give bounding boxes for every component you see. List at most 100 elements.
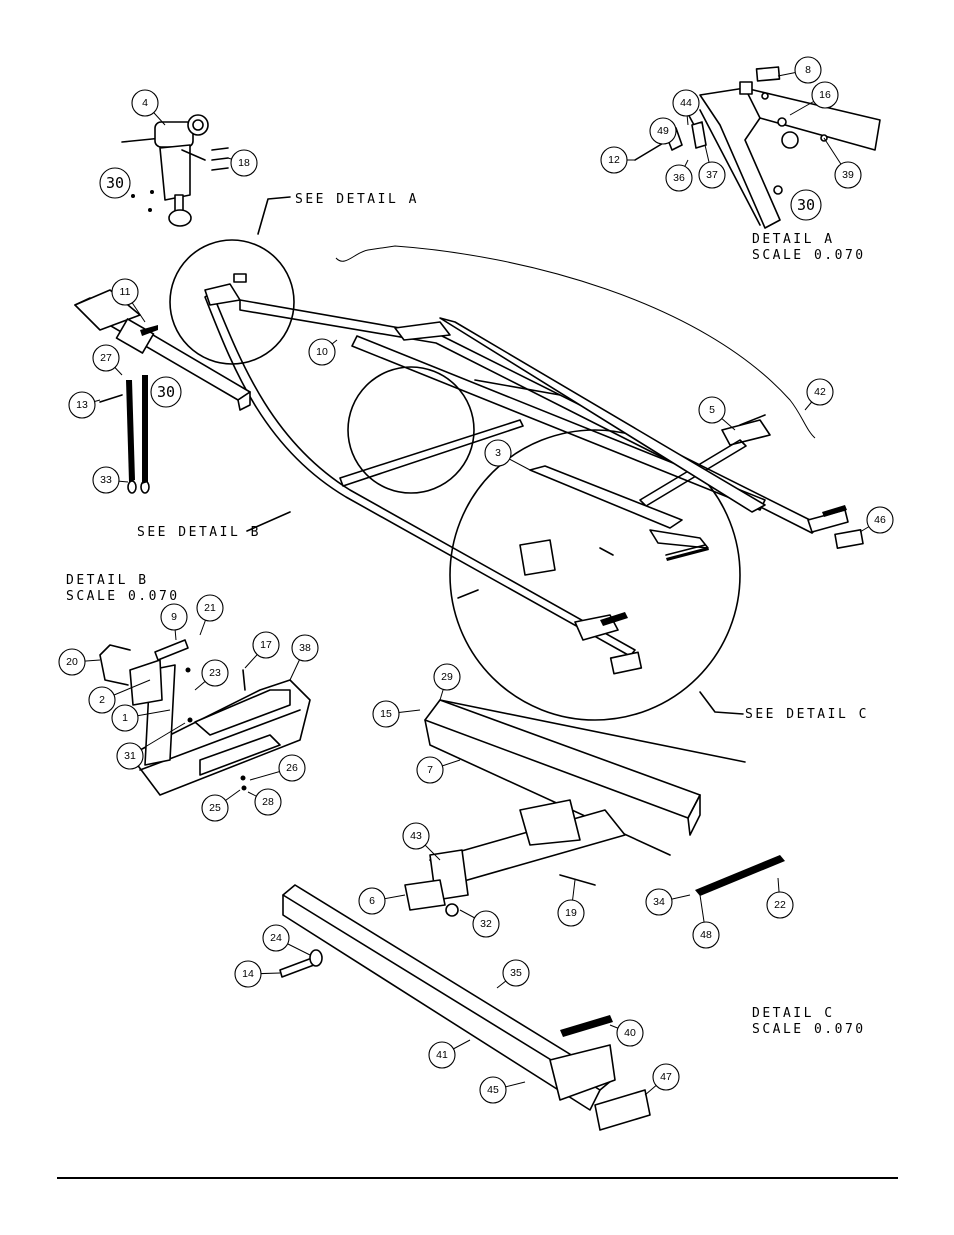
callout-circle: [99, 167, 131, 199]
callout-circle: [645, 888, 673, 916]
callout-36: 36: [665, 159, 693, 192]
callout-23: 23: [194, 659, 229, 691]
callout-circle: [794, 56, 822, 84]
callout-layer: 1234567891011121314151617181920212223242…: [58, 56, 894, 1104]
tongue-coupler: [74, 289, 251, 494]
callout-18: 18: [227, 149, 258, 177]
callout-circle: [88, 686, 116, 714]
callout-20: 20: [58, 648, 101, 676]
callout-number: 2: [99, 694, 105, 706]
callout-44: 44: [672, 89, 700, 126]
callout-circle: [479, 1076, 507, 1104]
callout-circle: [692, 921, 720, 949]
callout-13: 13: [68, 391, 101, 419]
callout-circle: [806, 378, 834, 406]
callout-number: 37: [706, 169, 718, 181]
callout-19: 19: [557, 879, 585, 927]
callout-14: 14: [234, 960, 281, 988]
callout-number: 43: [410, 830, 422, 842]
callout-number: 23: [209, 667, 221, 679]
callout-9: 9: [160, 603, 188, 641]
leader-see-c: [699, 691, 744, 715]
detail-a-scale: SCALE 0.070: [752, 248, 866, 263]
callout-number: 5: [709, 404, 715, 416]
callout-number: 27: [100, 352, 112, 364]
callout-number: 25: [209, 802, 221, 814]
callout-29: 29: [433, 663, 461, 701]
winch-assembly: [121, 114, 229, 227]
callout-circle: [160, 603, 188, 631]
callout-circle: [291, 634, 319, 662]
detail-b-scale: SCALE 0.070: [66, 589, 180, 604]
callout-41: 41: [428, 1039, 471, 1069]
callout-circle: [472, 910, 500, 938]
callout-number: 15: [380, 708, 392, 720]
callout-number: 21: [204, 602, 216, 614]
callout-circle: [92, 344, 120, 372]
callout-49: 49: [649, 117, 677, 145]
callout-circle: [68, 391, 96, 419]
callout-number: 42: [814, 386, 826, 398]
callout-circle: [254, 788, 282, 816]
callout-number: 30: [797, 196, 815, 214]
callout-25: 25: [201, 789, 241, 822]
callout-circle: [131, 89, 159, 117]
callout-number: 46: [874, 514, 886, 526]
callout-circle: [402, 822, 430, 850]
callout-circle: [600, 146, 628, 174]
callout-45: 45: [479, 1076, 526, 1104]
callout-43: 43: [402, 822, 441, 861]
callout-38: 38: [289, 634, 319, 681]
callout-6: 6: [358, 887, 406, 915]
callout-26: 26: [249, 754, 306, 782]
callout-number: 38: [299, 642, 311, 654]
callout-number: 8: [805, 64, 811, 76]
callout-11: 11: [111, 278, 146, 323]
callout-circle: [252, 631, 280, 659]
callout-circle: [557, 899, 585, 927]
callout-number: 7: [427, 764, 433, 776]
callout-circle: [116, 742, 144, 770]
callout-circle: [150, 376, 182, 408]
leader-see-b: [246, 511, 291, 532]
callout-number: 10: [316, 346, 328, 358]
main-frame: [204, 245, 864, 675]
callout-circle: [484, 439, 512, 467]
callout-circle: [502, 959, 530, 987]
callout-7: 7: [416, 756, 461, 784]
callout-circle: [234, 960, 262, 988]
callout-circle: [672, 89, 700, 117]
callout-8: 8: [777, 56, 822, 84]
callout-number: 17: [260, 639, 272, 651]
callout-34: 34: [645, 888, 691, 916]
detail-a-title: DETAIL A: [752, 232, 835, 247]
callout-37: 37: [698, 144, 726, 189]
callout-circle: [790, 189, 822, 221]
callout-number: 3: [495, 447, 501, 459]
callout-5: 5: [698, 396, 736, 431]
callout-circle: [416, 756, 444, 784]
callout-number: 47: [660, 1071, 672, 1083]
callout-number: 40: [624, 1027, 636, 1039]
callout-35: 35: [496, 959, 530, 989]
callout-circle: [201, 659, 229, 687]
callout-circle: [698, 161, 726, 189]
callout-22: 22: [766, 877, 794, 919]
callout-1: 1: [111, 704, 171, 732]
callout-circle: [649, 117, 677, 145]
callout-number: 16: [819, 89, 831, 101]
callout-circle: [372, 700, 400, 728]
callout-24: 24: [262, 924, 311, 956]
callout-number: 29: [441, 671, 453, 683]
callout-32: 32: [459, 909, 500, 938]
callout-number: 36: [673, 172, 685, 184]
callout-2: 2: [88, 679, 151, 714]
callout-circle: [834, 161, 862, 189]
detail-a-circle: [169, 239, 295, 365]
callout-number: 26: [286, 762, 298, 774]
callout-number: 4: [142, 97, 148, 109]
callout-circle: [58, 648, 86, 676]
callout-16: 16: [789, 81, 839, 116]
